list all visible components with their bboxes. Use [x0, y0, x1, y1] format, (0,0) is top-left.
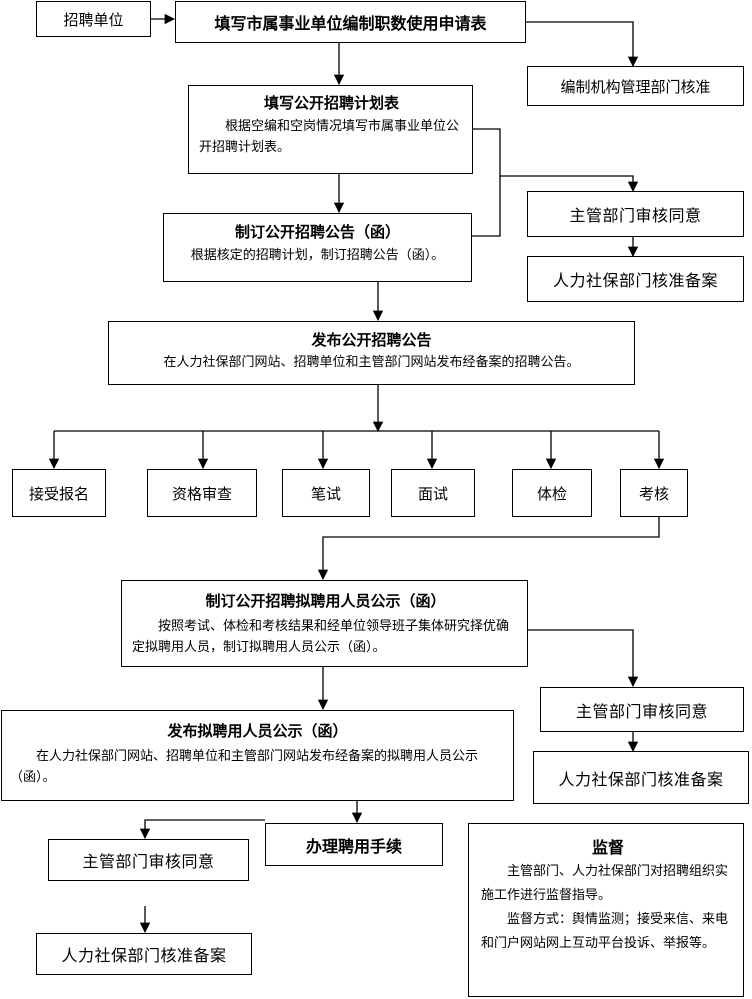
step-register-label: 接受报名 [28, 484, 89, 503]
step-qualification-label: 资格审查 [171, 484, 232, 503]
supervisor-agree-2-box: 主管部门审核同意 [540, 687, 744, 732]
hire-procedure-label: 办理聘用手续 [305, 836, 402, 856]
supervisor-agree-1-label: 主管部门审核同意 [569, 206, 702, 225]
step-assessment-box: 考核 [620, 469, 688, 517]
candidate-draft-body: 按照考试、体检和考核结果和经单位领导班子集体研究择优确定拟聘用人员，制订拟聘用人… [132, 619, 510, 655]
announcement-draft-title: 制订公开招聘公告（函） [234, 223, 400, 241]
announcement-publish-box: 发布公开招聘公告 在人力社保部门网站、招聘单位和主管部门网站发布经备案的招聘公告… [108, 321, 635, 385]
plan-title: 填写公开招聘计划表 [263, 94, 399, 112]
supervisor-agree-3-label: 主管部门审核同意 [82, 852, 215, 871]
candidate-publish-box: 发布拟聘用人员公示（函） 在人力社保部门网站、招聘单位和主管部门网站发布经备案的… [1, 710, 514, 801]
step-written-test-label: 笔试 [310, 484, 341, 503]
announcement-publish-title: 发布公开招聘公告 [311, 331, 432, 349]
supervision-paragraph-1: 主管部门、人力社保部门对招聘组织实施工作进行监督指导。 [481, 864, 729, 903]
announcement-draft-body: 根据核定的招聘计划，制订招聘公告（函）。 [190, 248, 445, 263]
announcement-publish-body: 在人力社保部门网站、招聘单位和主管部门网站发布经备案的招聘公告。 [163, 355, 580, 370]
line-plan-to-draft-return [472, 176, 501, 237]
supervision-paragraph-2: 监督方式：舆情监测；接受来信、来电和门户网站网上互动平台投诉、举报等。 [481, 912, 729, 951]
hr-record-1-label: 人力社保部门核准备案 [552, 271, 718, 290]
application-form-box: 填写市属事业单位编制职数使用申请表 [175, 1, 526, 43]
org-approval-box: 编制机构管理部门核准 [527, 66, 744, 106]
application-form-label: 填写市属事业单位编制职数使用申请表 [214, 14, 487, 33]
supervision-title: 监督 [591, 838, 624, 857]
supervision-box: 监督 主管部门、人力社保部门对招聘组织实施工作进行监督指导。 监督方式：舆情监测… [468, 823, 744, 997]
supervisor-agree-3-box: 主管部门审核同意 [48, 839, 249, 881]
plan-box: 填写公开招聘计划表 根据空编和空岗情况填写市属事业单位公开招聘计划表。 [188, 85, 473, 174]
hr-record-3-label: 人力社保部门核准备案 [61, 946, 227, 965]
recruiting-unit-label: 招聘单位 [63, 10, 124, 29]
arrow-form-to-org [526, 21, 639, 68]
arrow-candidate-draft-to-supervisor-2 [528, 629, 639, 688]
arrow-plan-to-supervisor-1 [473, 128, 639, 193]
candidate-publish-title: 发布拟聘用人员公示（函） [167, 722, 348, 740]
hr-record-2-box: 人力社保部门核准备案 [533, 751, 749, 804]
step-assessment-label: 考核 [638, 484, 669, 503]
arrow-hire-to-supervisor-3 [139, 819, 265, 840]
step-interview-label: 面试 [417, 484, 448, 503]
hr-record-1-box: 人力社保部门核准备案 [527, 256, 744, 302]
step-physical-exam-box: 体检 [512, 469, 592, 517]
supervisor-agree-1-box: 主管部门审核同意 [527, 191, 744, 237]
step-register-box: 接受报名 [12, 469, 106, 517]
step-physical-exam-label: 体检 [536, 484, 567, 503]
step-interview-box: 面试 [391, 469, 475, 517]
candidate-draft-title: 制订公开招聘拟聘用人员公示（函） [205, 592, 446, 610]
step-written-test-box: 笔试 [282, 469, 370, 517]
announcement-draft-box: 制订公开招聘公告（函） 根据核定的招聘计划，制订招聘公告（函）。 [163, 213, 472, 282]
step-qualification-box: 资格审查 [147, 469, 257, 517]
candidate-draft-box: 制订公开招聘拟聘用人员公示（函） 按照考试、体检和考核结果和经单位领导班子集体研… [121, 580, 528, 667]
hr-record-2-label: 人力社保部门核准备案 [558, 769, 724, 789]
arrow-steps-to-candidate-draft [317, 517, 660, 581]
supervisor-agree-2-label: 主管部门审核同意 [575, 701, 708, 721]
hr-record-3-box: 人力社保部门核准备案 [36, 933, 252, 975]
hire-procedure-box: 办理聘用手续 [265, 823, 443, 866]
recruiting-unit-box: 招聘单位 [36, 1, 151, 37]
plan-body: 根据空编和空岗情况填写市属事业单位公开招聘计划表。 [199, 119, 460, 155]
org-approval-label: 编制机构管理部门核准 [560, 77, 711, 96]
candidate-publish-body: 在人力社保部门网站、招聘单位和主管部门网站发布经备案的拟聘用人员公示（函）。 [10, 749, 479, 785]
